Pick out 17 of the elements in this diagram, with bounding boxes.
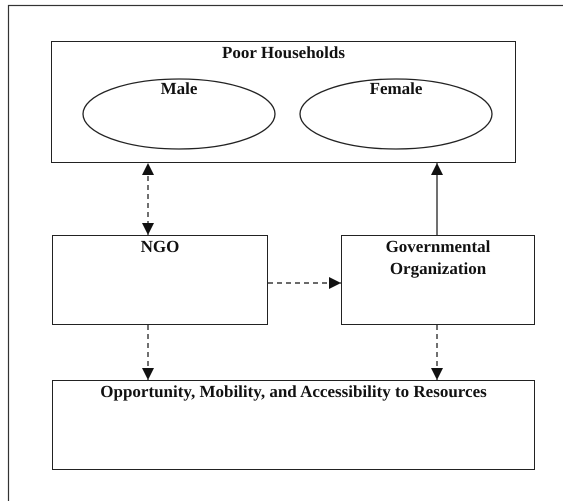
node-label: Female <box>368 78 424 100</box>
arrow <box>431 325 443 380</box>
process-box <box>52 380 535 470</box>
ellipse-node <box>299 78 493 150</box>
node-label: NGO <box>140 236 180 258</box>
ellipse-node <box>82 78 276 150</box>
process-box <box>52 235 268 325</box>
arrow <box>431 163 443 235</box>
node-label: Male <box>160 78 198 100</box>
arrow <box>268 277 341 289</box>
arrow <box>142 163 154 235</box>
process-box <box>341 235 535 325</box>
arrow <box>142 325 154 380</box>
process-box <box>51 41 516 163</box>
node-label: Poor Households <box>221 42 346 64</box>
node-label: Governmental Organization <box>384 236 492 280</box>
node-label: Opportunity, Mobility, and Accessibility to Resources <box>99 381 488 403</box>
